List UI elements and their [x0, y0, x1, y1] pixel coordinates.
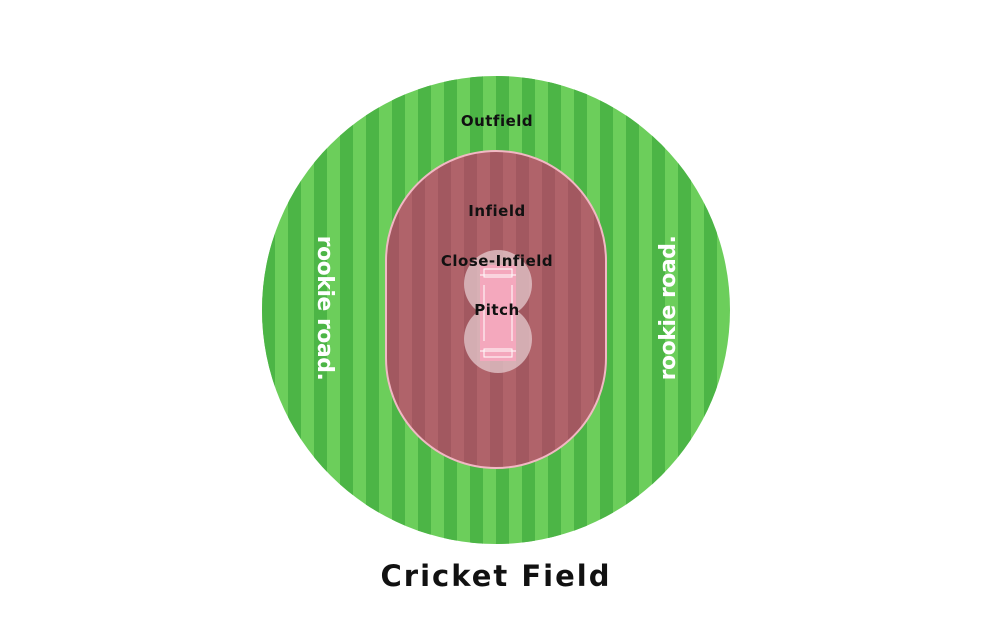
outfield-stripe: [652, 76, 665, 544]
diagram-title: Cricket Field: [380, 559, 612, 593]
infield-label: Infield: [468, 202, 525, 220]
infield-stripe: [412, 151, 425, 468]
rookie-road-logo-left: rookie road.: [312, 236, 337, 381]
infield-stripe: [516, 151, 529, 468]
outfield-stripe: [314, 76, 327, 544]
pitch-crease-markings: [480, 268, 516, 358]
pitch-area: [480, 265, 516, 361]
outfield-stripe: [704, 76, 717, 544]
close-infield-label: Close-Infield: [441, 252, 553, 270]
outfield-label: Outfield: [461, 112, 533, 130]
infield-border: [385, 150, 607, 469]
outfield-stripe: [626, 76, 639, 544]
outfield-stripe: [730, 70, 743, 550]
outfield-stripe: [288, 76, 301, 544]
infield-stripe: [464, 151, 477, 468]
pitch-label: Pitch: [474, 301, 519, 319]
outfield-stripe: [340, 76, 353, 544]
rookie-road-logo-right: rookie road.: [656, 236, 681, 381]
pitch-strip: [480, 265, 516, 361]
infield-stripe: [542, 151, 555, 468]
infield-stripes: [386, 151, 606, 468]
infield-stripe: [438, 151, 451, 468]
infield-stripe: [568, 151, 581, 468]
infield-area: [385, 150, 607, 469]
outfield-stripe: [678, 76, 691, 544]
outfield-stripe: [366, 76, 379, 544]
outfield-stripe: [262, 76, 275, 544]
